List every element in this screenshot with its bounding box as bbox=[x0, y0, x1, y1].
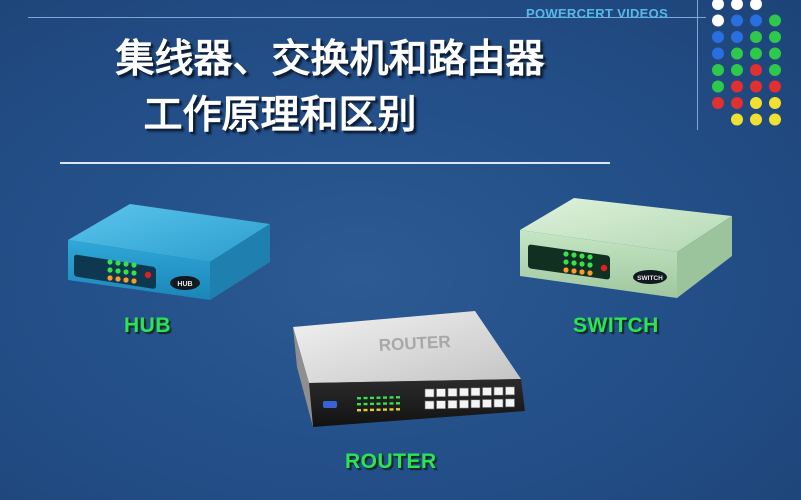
decorative-dot bbox=[712, 97, 724, 109]
decorative-dot bbox=[731, 47, 743, 60]
router-ethernet-port bbox=[482, 387, 492, 396]
router-led bbox=[389, 396, 394, 399]
decorative-dot bbox=[712, 64, 724, 76]
decorative-dot bbox=[750, 0, 762, 10]
router-led bbox=[376, 408, 381, 411]
router-led bbox=[389, 402, 394, 405]
router-led bbox=[383, 408, 387, 411]
router-ethernet-port bbox=[505, 398, 515, 408]
decorative-dot bbox=[750, 64, 762, 76]
router-led bbox=[376, 396, 381, 399]
router-led bbox=[363, 396, 368, 400]
router-ethernet-port bbox=[447, 388, 458, 397]
router-ethernet-port bbox=[459, 387, 469, 397]
switch-label: SWITCH bbox=[573, 314, 659, 337]
router-led bbox=[357, 397, 361, 400]
router-led bbox=[357, 403, 361, 406]
router-led bbox=[396, 396, 400, 399]
router-led bbox=[370, 396, 374, 400]
router-ethernet-port bbox=[424, 388, 435, 398]
router-ports bbox=[424, 386, 515, 410]
decorative-dot bbox=[731, 97, 743, 109]
decorative-dot bbox=[712, 31, 724, 43]
title-line-2: 工作原理和区别 bbox=[143, 93, 417, 138]
router-ethernet-port bbox=[447, 400, 458, 409]
router-label: ROUTER bbox=[345, 450, 437, 473]
decorative-dot bbox=[769, 80, 781, 93]
decorative-dot bbox=[731, 64, 743, 76]
title-line-1: 集线器、交换机和路由器 bbox=[115, 37, 545, 82]
decorative-dot bbox=[712, 0, 724, 10]
switch-leds bbox=[563, 251, 608, 276]
hub-device: HUB bbox=[68, 204, 270, 300]
switch-device: SWITCH bbox=[520, 198, 732, 298]
router-led bbox=[396, 402, 400, 405]
decorative-dot bbox=[769, 113, 781, 126]
router-led bbox=[383, 402, 387, 405]
switch-badge bbox=[633, 270, 667, 284]
decorative-dot bbox=[769, 14, 781, 27]
router-device: ROUTER bbox=[293, 311, 525, 427]
router-led bbox=[363, 408, 368, 412]
hub-label: HUB bbox=[124, 314, 171, 337]
decorative-dot bbox=[750, 113, 762, 126]
router-ethernet-port bbox=[505, 386, 515, 396]
title-underline bbox=[60, 162, 610, 164]
router-ethernet-port bbox=[470, 399, 481, 409]
router-printed-name: ROUTER bbox=[378, 332, 451, 355]
switch-badge-text: SWITCH bbox=[637, 275, 663, 282]
hub-badge bbox=[170, 276, 200, 290]
decorative-dot bbox=[731, 14, 743, 27]
router-led bbox=[370, 402, 374, 406]
router-ethernet-port bbox=[482, 399, 492, 408]
router-led bbox=[363, 402, 368, 406]
vertical-divider bbox=[697, 0, 698, 130]
decorative-dot bbox=[712, 80, 724, 93]
router-power-indicator bbox=[323, 401, 337, 408]
top-divider bbox=[28, 17, 706, 18]
hub-leds bbox=[107, 259, 152, 284]
router-led bbox=[396, 408, 400, 411]
router-led bbox=[376, 402, 381, 405]
router-led bbox=[357, 409, 361, 412]
router-ethernet-port bbox=[424, 400, 435, 410]
brand-label: POWERCERT VIDEOS bbox=[526, 6, 669, 21]
decorative-dot bbox=[750, 97, 762, 109]
decorative-dot bbox=[769, 31, 781, 43]
decorative-dot bbox=[731, 31, 743, 43]
decorative-dot bbox=[750, 14, 762, 27]
decorative-dot bbox=[769, 64, 781, 76]
decorative-dot bbox=[750, 31, 762, 43]
router-ethernet-port bbox=[459, 399, 469, 409]
decorative-dot bbox=[769, 97, 781, 109]
router-led bbox=[370, 408, 374, 412]
decorative-dot bbox=[712, 47, 724, 60]
decorative-dot bbox=[750, 47, 762, 60]
decorative-dot bbox=[731, 0, 743, 10]
decorative-dot bbox=[731, 80, 743, 93]
page-title: 集线器、交换机和路由器 工作原理和区别 bbox=[0, 34, 660, 142]
decorative-dot bbox=[712, 14, 724, 27]
decorative-dot-grid bbox=[712, 0, 781, 126]
decorative-dot bbox=[750, 80, 762, 93]
decorative-dot bbox=[769, 47, 781, 60]
hub-badge-text: HUB bbox=[177, 281, 192, 288]
decorative-dot bbox=[731, 113, 743, 126]
router-ethernet-port bbox=[493, 398, 504, 408]
router-led bbox=[389, 408, 394, 411]
router-leds bbox=[357, 396, 400, 412]
router-ethernet-port bbox=[493, 386, 504, 396]
router-ethernet-port bbox=[436, 400, 446, 409]
router-led bbox=[383, 396, 387, 399]
router-ethernet-port bbox=[436, 388, 446, 397]
router-ethernet-port bbox=[470, 387, 481, 397]
